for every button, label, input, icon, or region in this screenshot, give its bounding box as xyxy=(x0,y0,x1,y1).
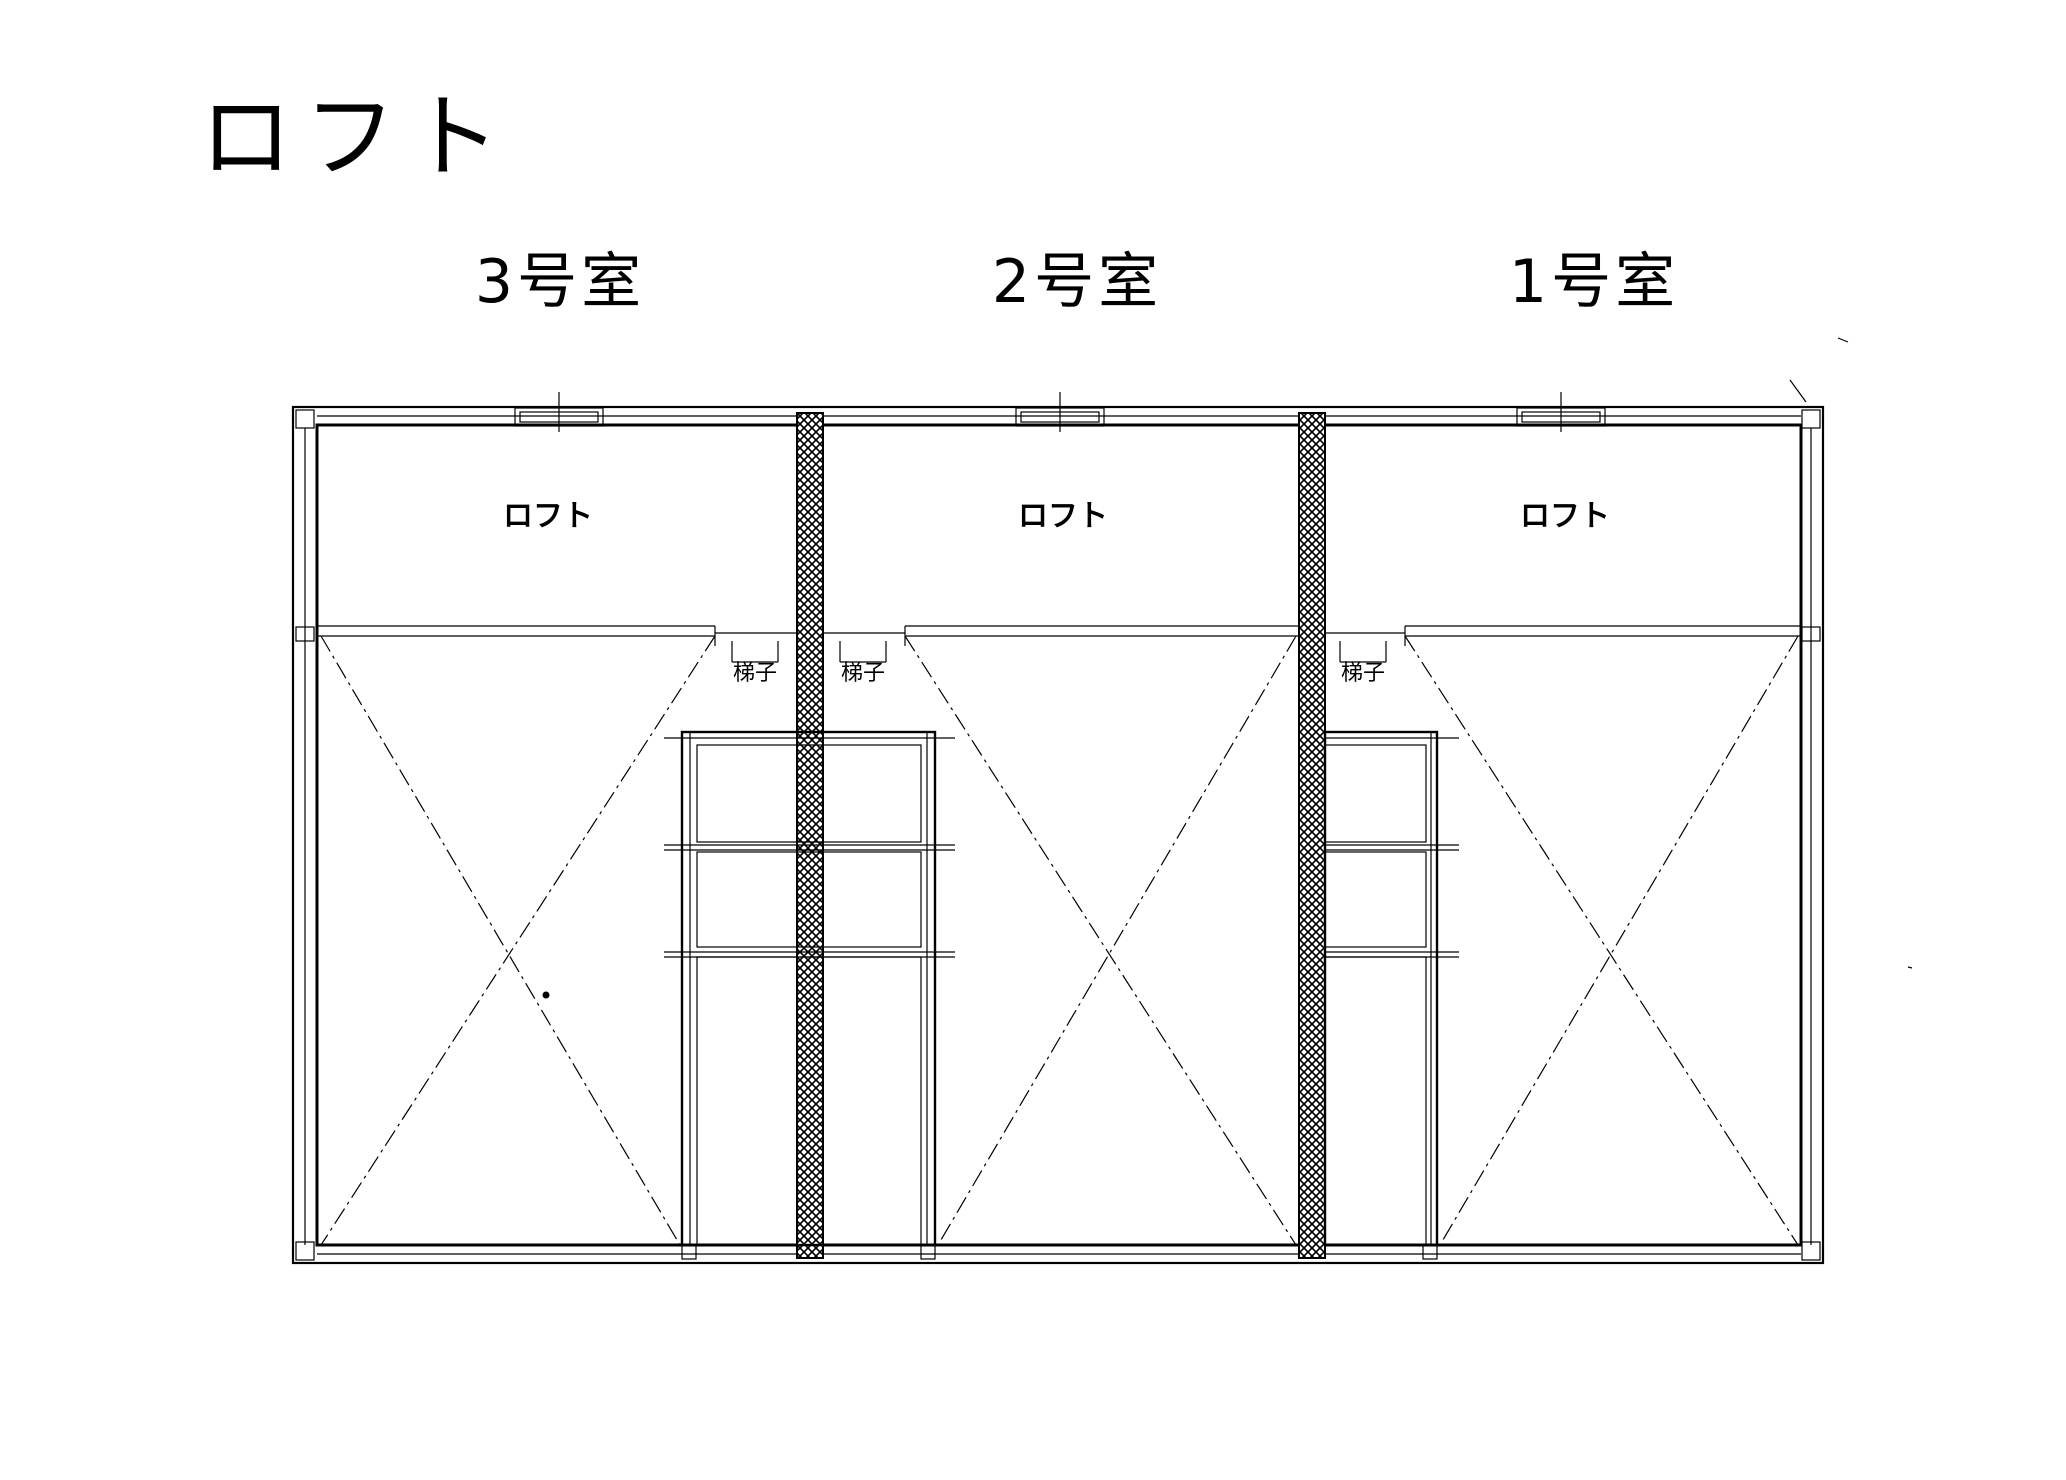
loft-edge-3 xyxy=(317,625,716,646)
loft-edge-1 xyxy=(1404,625,1801,646)
void-room-2 xyxy=(904,635,1297,1246)
page-title: ロフト xyxy=(200,84,513,191)
party-wall-right xyxy=(1298,412,1326,1259)
right-storage xyxy=(1323,730,1459,1247)
loft-label-2: ロフト xyxy=(1018,499,1108,534)
loft-label-1: ロフト xyxy=(1520,499,1610,534)
inner-wall xyxy=(315,423,1803,1247)
window-1 xyxy=(1516,392,1606,432)
party-wall-left xyxy=(796,412,824,1259)
loft-edge-2 xyxy=(904,625,1299,646)
void-room-1 xyxy=(1404,635,1799,1246)
ladder-label-2: 梯子 xyxy=(840,661,886,686)
ladder-label-3: 梯子 xyxy=(732,661,778,686)
room-title-2: 2号室 xyxy=(991,247,1163,317)
room-title-1: 1号室 xyxy=(1508,247,1680,317)
ladder-3 xyxy=(731,641,779,663)
loft-label-3: ロフト xyxy=(503,499,593,534)
ladder-1 xyxy=(1339,641,1387,663)
ladder-2 xyxy=(839,641,887,663)
room-title-3: 3号室 xyxy=(474,247,646,317)
ladder-label-1: 梯子 xyxy=(1340,661,1386,686)
corner-posts xyxy=(295,409,1821,1261)
outer-wall xyxy=(291,405,1825,1265)
central-storage xyxy=(664,730,955,1247)
window-2 xyxy=(1015,392,1105,432)
void-room-3 xyxy=(320,635,716,1246)
window-3 xyxy=(514,392,604,432)
